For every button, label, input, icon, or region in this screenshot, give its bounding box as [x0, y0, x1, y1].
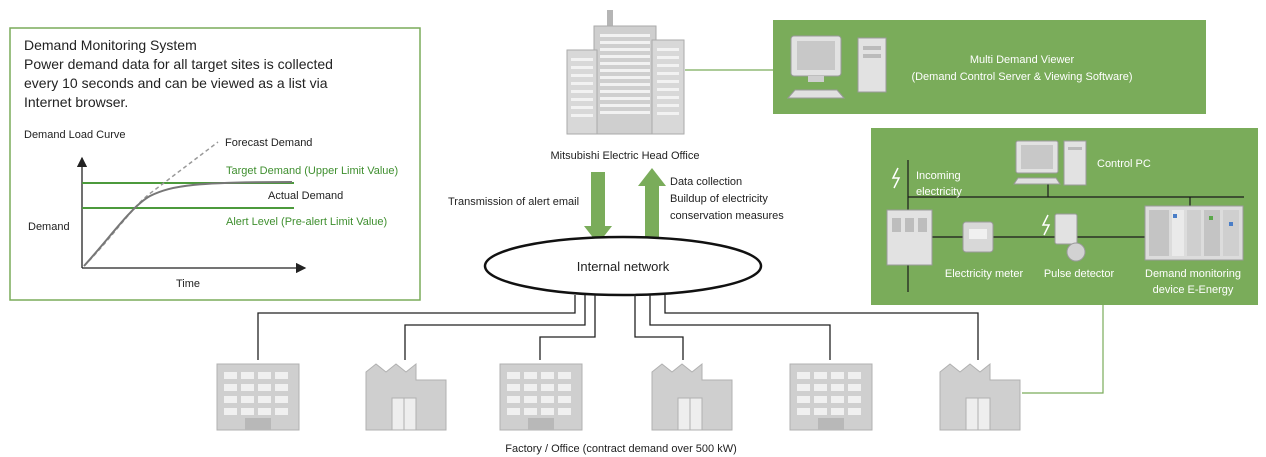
network-lines: [257, 295, 979, 360]
target-label: Target Demand (Upper Limit Value): [226, 165, 398, 177]
incoming-label-2: electricity: [916, 186, 962, 198]
demand-device-label-2: device E-Energy: [1153, 284, 1234, 296]
internal-network-label: Internal network: [577, 259, 670, 274]
data-collection-label-3: conservation measures: [670, 210, 784, 222]
incoming-label-1: Incoming: [916, 170, 961, 182]
monitoring-desc-line-1: Power demand data for all target sites i…: [24, 56, 333, 72]
site-factory-3: [939, 362, 1021, 431]
actual-label: Actual Demand: [268, 190, 343, 202]
alert-label: Alert Level (Pre-alert Limit Value): [226, 216, 387, 228]
demand-monitoring-panel: Demand Monitoring System Power demand da…: [9, 27, 421, 301]
data-collection-label-2: Buildup of electricity: [670, 193, 768, 205]
viewer-subtitle: (Demand Control Server & Viewing Softwar…: [911, 71, 1132, 83]
site-factory-1: [365, 362, 447, 431]
monitoring-desc-line-3: Internet browser.: [24, 94, 128, 110]
head-office-icon: [566, 10, 685, 135]
site-office-2: [499, 363, 583, 431]
viewer-title: Multi Demand Viewer: [970, 54, 1075, 66]
site-panel-connector: [1022, 305, 1104, 394]
control-pc-label: Control PC: [1097, 158, 1151, 170]
control-pc-icon: [1013, 140, 1087, 186]
monitoring-title: Demand Monitoring System: [24, 37, 197, 53]
demand-device-label-1: Demand monitoring: [1145, 268, 1241, 280]
x-axis-label: Time: [176, 278, 200, 290]
head-office-label: Mitsubishi Electric Head Office: [551, 150, 700, 162]
data-collection-label-1: Data collection: [670, 176, 742, 188]
electricity-meter-label: Electricity meter: [945, 268, 1024, 280]
site-equipment-panel: Control PC Incoming electricity Electric…: [871, 128, 1258, 305]
monitoring-desc-line-2: every 10 seconds and can be viewed as a …: [24, 75, 328, 91]
switchboard-icon: [886, 209, 933, 266]
y-axis-label: Demand: [28, 221, 70, 233]
forecast-label: Forecast Demand: [225, 137, 312, 149]
multi-demand-viewer-panel: Multi Demand Viewer (Demand Control Serv…: [773, 20, 1206, 114]
site-factory-2: [651, 362, 733, 431]
pulse-detector-label: Pulse detector: [1044, 268, 1115, 280]
data-collection-arrow: [638, 168, 666, 242]
actual-demand-curve: [83, 181, 293, 267]
site-office-1: [216, 363, 300, 431]
site-office-3: [789, 363, 873, 431]
chart-title: Demand Load Curve: [24, 129, 126, 141]
computer-icon: [786, 35, 887, 99]
sites-caption: Factory / Office (contract demand over 5…: [505, 443, 737, 455]
pulse-detector-icon: [1041, 213, 1086, 262]
electricity-meter-icon: [962, 221, 994, 253]
alert-email-arrow: [584, 172, 612, 244]
alert-email-label: Transmission of alert email: [448, 196, 579, 208]
demand-device-icon: [1144, 205, 1244, 261]
internal-network-ellipse: [483, 235, 763, 297]
